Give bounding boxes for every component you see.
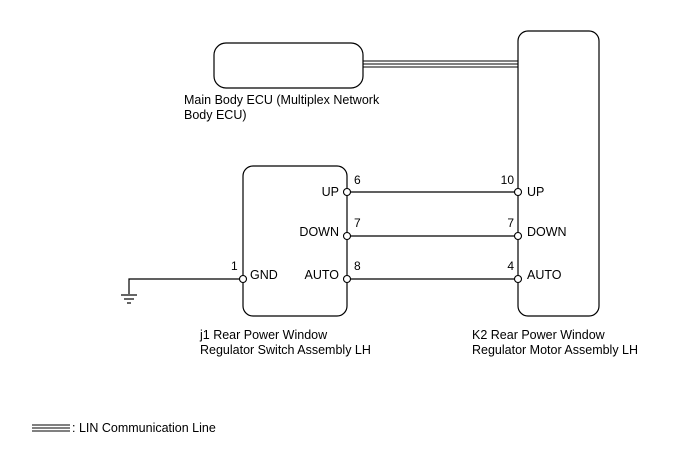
switch-pin-auto-terminal bbox=[342, 274, 352, 284]
main-body-ecu-box bbox=[213, 42, 364, 89]
lin-communication-line bbox=[363, 60, 518, 68]
motor-pin-up-terminal bbox=[513, 187, 523, 197]
switch-pin-down-number: 7 bbox=[354, 216, 361, 230]
signal-wires bbox=[128, 191, 518, 294]
main-body-ecu: Main Body ECU (Multiplex Network Body EC… bbox=[184, 42, 380, 122]
motor-pin-auto-number: 4 bbox=[507, 259, 514, 273]
connector-terminals bbox=[238, 187, 523, 284]
main-body-ecu-label-2: Body ECU) bbox=[184, 108, 247, 122]
switch-pin-labels: 6 UP 7 DOWN 8 AUTO 1 GND bbox=[231, 173, 361, 282]
switch-assembly-label-2: Regulator Switch Assembly LH bbox=[200, 343, 371, 357]
motor-pin-up-label: UP bbox=[527, 185, 544, 199]
switch-pin-auto-number: 8 bbox=[354, 259, 361, 273]
motor-pin-down-label: DOWN bbox=[527, 225, 567, 239]
switch-pin-up-terminal bbox=[342, 187, 352, 197]
switch-pin-up-label: UP bbox=[322, 185, 339, 199]
switch-assembly: j1 Rear Power Window Regulator Switch As… bbox=[199, 165, 371, 357]
switch-pin-auto-label: AUTO bbox=[305, 268, 340, 282]
switch-assembly-box bbox=[242, 165, 348, 317]
main-body-ecu-label-1: Main Body ECU (Multiplex Network bbox=[184, 93, 380, 107]
double-line-icon bbox=[32, 424, 70, 432]
switch-pin-up-number: 6 bbox=[354, 173, 361, 187]
motor-pin-up-number: 10 bbox=[501, 173, 515, 187]
motor-pin-auto-terminal bbox=[513, 274, 523, 284]
switch-pin-gnd-label: GND bbox=[250, 268, 278, 282]
legend-label: : LIN Communication Line bbox=[72, 421, 216, 435]
motor-pin-auto-label: AUTO bbox=[527, 268, 562, 282]
switch-pin-down-terminal bbox=[342, 231, 352, 241]
switch-assembly-label-1: j1 Rear Power Window bbox=[199, 328, 328, 342]
motor-assembly-label-1: K2 Rear Power Window bbox=[472, 328, 606, 342]
legend: : LIN Communication Line bbox=[32, 421, 216, 435]
wire-gnd bbox=[128, 278, 243, 294]
motor-pin-labels: 10 UP 7 DOWN 4 AUTO bbox=[501, 173, 567, 282]
motor-assembly: K2 Rear Power Window Regulator Motor Ass… bbox=[472, 30, 638, 357]
motor-assembly-box bbox=[517, 30, 600, 317]
switch-pin-down-label: DOWN bbox=[299, 225, 339, 239]
motor-assembly-label-2: Regulator Motor Assembly LH bbox=[472, 343, 638, 357]
switch-pin-gnd-terminal bbox=[238, 274, 248, 284]
switch-pin-gnd-number: 1 bbox=[231, 259, 238, 273]
motor-pin-down-number: 7 bbox=[507, 216, 514, 230]
motor-pin-down-terminal bbox=[513, 231, 523, 241]
ground-symbol-icon bbox=[121, 294, 137, 304]
